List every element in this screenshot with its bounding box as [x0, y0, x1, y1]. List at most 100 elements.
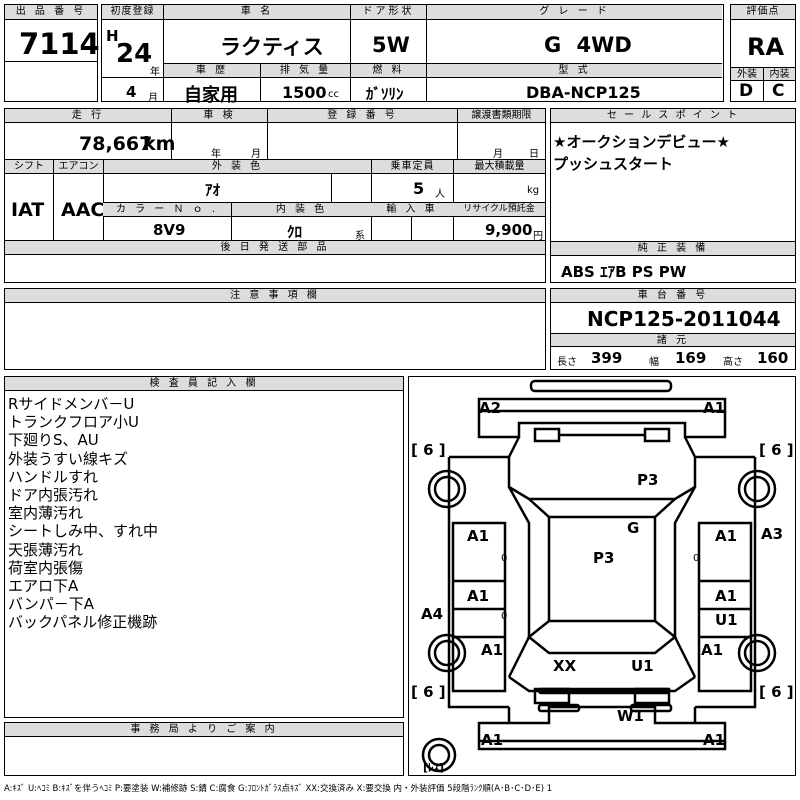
zero-mark: 0 — [693, 553, 700, 564]
interior-label: 内装 — [763, 68, 795, 81]
sales-point-line-2: プッシュスタート — [553, 155, 674, 173]
chassis-number: NCP125-2011044 — [587, 307, 781, 331]
color-no-label: カ ラ ー Ｎ ｏ . — [103, 203, 231, 217]
interior-color: ｸﾛ — [287, 223, 303, 241]
color-no: 8V9 — [153, 221, 186, 239]
tire-mark: [ 6 ] — [411, 683, 446, 701]
shift-label: シフト — [5, 160, 53, 174]
width: 169 — [675, 349, 707, 367]
length-label: 長さ — [557, 357, 577, 368]
inspector-notes: Rサイドメンバ－U トランクフロア小U 下廻りS、AU 外装うすい線キズ ハンド… — [8, 395, 158, 632]
zero-mark: 0 — [501, 553, 508, 564]
car-name-label: 車 名 — [164, 5, 350, 20]
damage-mark: A1 — [703, 399, 726, 417]
caution-label: 注 意 事 項 欄 — [5, 289, 545, 303]
reg-no-label: 登 録 番 号 — [267, 109, 457, 123]
grade: G 4WD — [544, 33, 632, 57]
office-label: 事 務 局 よ り ご 案 内 — [5, 723, 403, 737]
damage-mark: A1 — [715, 587, 738, 605]
equipment-label: 純 正 装 備 — [551, 242, 795, 256]
sales-point-box: セ ー ル ス ポ イ ン ト ★オークションデビュー★ プッシュスタート 純 … — [550, 108, 796, 283]
door-label: ドア形状 — [350, 5, 426, 20]
score: RA — [747, 33, 785, 61]
displacement-unit: cc — [328, 89, 339, 100]
month-unit: 月 — [148, 93, 158, 104]
interior-color-unit: 系 — [355, 231, 365, 242]
color: ｱｵ — [205, 181, 221, 199]
damage-legend: A:ｷｽﾞ U:ﾍｺﾐ B:ｷｽﾞを伴うﾍｺﾐ P:要塗装 W:補修跡 S:錆 … — [4, 784, 553, 794]
damage-mark: A1 — [701, 641, 724, 659]
note-line: ハンドルすれ — [8, 467, 99, 486]
tire-mark: [ 6 ] — [759, 441, 794, 459]
details-box: 走 行 車 検 登 録 番 号 譲渡書類期限 78,667 km 年 月 月 日… — [4, 108, 546, 283]
max-load-unit: kg — [527, 185, 540, 196]
transfer-month-unit: 月 — [493, 149, 503, 160]
office-box: 事 務 局 よ り ご 案 内 — [4, 722, 404, 776]
damage-mark: A2 — [479, 399, 502, 417]
inspection-year-unit: 年 — [211, 149, 221, 160]
model-label: 型 式 — [426, 64, 722, 78]
note-line: シートしみ中、すれ中 — [8, 522, 159, 541]
zero-mark: 0 — [501, 611, 508, 622]
chassis-label: 車 台 番 号 — [551, 289, 795, 303]
note-line: ドア内張汚れ — [8, 486, 99, 505]
specs-label: 諸 元 — [551, 334, 795, 347]
lot-label: 出 品 番 号 — [5, 5, 97, 20]
tire-mark: [ 6 ] — [411, 441, 446, 459]
score-label: 評価点 — [731, 5, 795, 20]
max-load-label: 最大積載量 — [453, 160, 545, 174]
era: H — [106, 27, 119, 45]
note-line: バックパネル修正機跡 — [8, 613, 158, 632]
recycle-label: リサイクル預託金 — [453, 203, 545, 217]
grade-label: グ レ ー ド — [426, 5, 722, 20]
aircon-label: エアコン — [53, 160, 103, 174]
equipment: ABS ｴｱB PS PW — [561, 263, 687, 281]
note-line: バンパ－下A — [8, 595, 95, 614]
lot-number-box: 出 品 番 号 7114 — [4, 4, 100, 102]
note-line: トランクフロア小U — [8, 413, 139, 432]
damage-mark: U1 — [631, 657, 654, 675]
model: DBA-NCP125 — [526, 83, 641, 102]
mileage-label: 走 行 — [5, 109, 171, 123]
inspection-label: 車 検 — [171, 109, 267, 123]
exterior-score: D — [739, 81, 754, 101]
height-label: 高さ — [723, 357, 743, 368]
fuel-label: 燃 料 — [350, 64, 426, 78]
damage-mark: A3 — [761, 525, 784, 543]
score-box: 評価点 RA 外装 内装 D C — [730, 4, 796, 102]
length: 399 — [591, 349, 623, 367]
recycle: 9,900 — [485, 221, 533, 239]
first-reg-label: 初度登録 — [102, 5, 163, 20]
damage-mark: A1 — [467, 587, 490, 605]
capacity-unit: 人 — [435, 189, 445, 200]
width-label: 幅 — [649, 357, 659, 368]
inspector-label: 検 査 員 記 入 欄 — [5, 377, 403, 391]
lot-number: 7114 — [19, 27, 100, 61]
note-line: 外装うすい線キズ — [8, 449, 129, 468]
displacement: 1500 — [282, 83, 327, 102]
spare-tire-mark: [ﾚｽ] — [423, 761, 445, 774]
damage-mark: A4 — [421, 605, 444, 623]
damage-mark: U1 — [715, 611, 738, 629]
note-line: 室内薄汚れ — [8, 504, 84, 523]
door-type: 5W — [372, 33, 410, 57]
damage-mark: W1 — [617, 707, 644, 725]
damage-mark: A1 — [467, 527, 490, 545]
inspection-month-unit: 月 — [251, 149, 261, 160]
shift: IAT — [11, 199, 45, 221]
tire-mark: [ 6 ] — [759, 683, 794, 701]
capacity: 5 — [413, 179, 425, 198]
interior-color-label: 内 装 色 — [231, 203, 371, 217]
transfer-day-unit: 日 — [529, 149, 539, 160]
fuel: ｶﾞｿﾘﾝ — [366, 85, 404, 103]
later-parts-label: 後 日 発 送 部 品 — [5, 241, 545, 255]
main-spec-box: 車 名 ドア形状 グ レ ー ド ラクティス 5W G 4WD 車 歴 排 気 … — [164, 4, 724, 106]
damage-mark: A1 — [481, 641, 504, 659]
import-label: 輸 入 車 — [371, 203, 453, 217]
year-unit: 年 — [150, 67, 160, 78]
mileage-unit: km — [143, 133, 176, 155]
note-line: 下廻りS、AU — [8, 431, 99, 450]
color-label: 外 装 色 — [103, 160, 371, 174]
note-line: 天張薄汚れ — [8, 540, 84, 559]
car-name: ラクティス — [220, 35, 324, 59]
